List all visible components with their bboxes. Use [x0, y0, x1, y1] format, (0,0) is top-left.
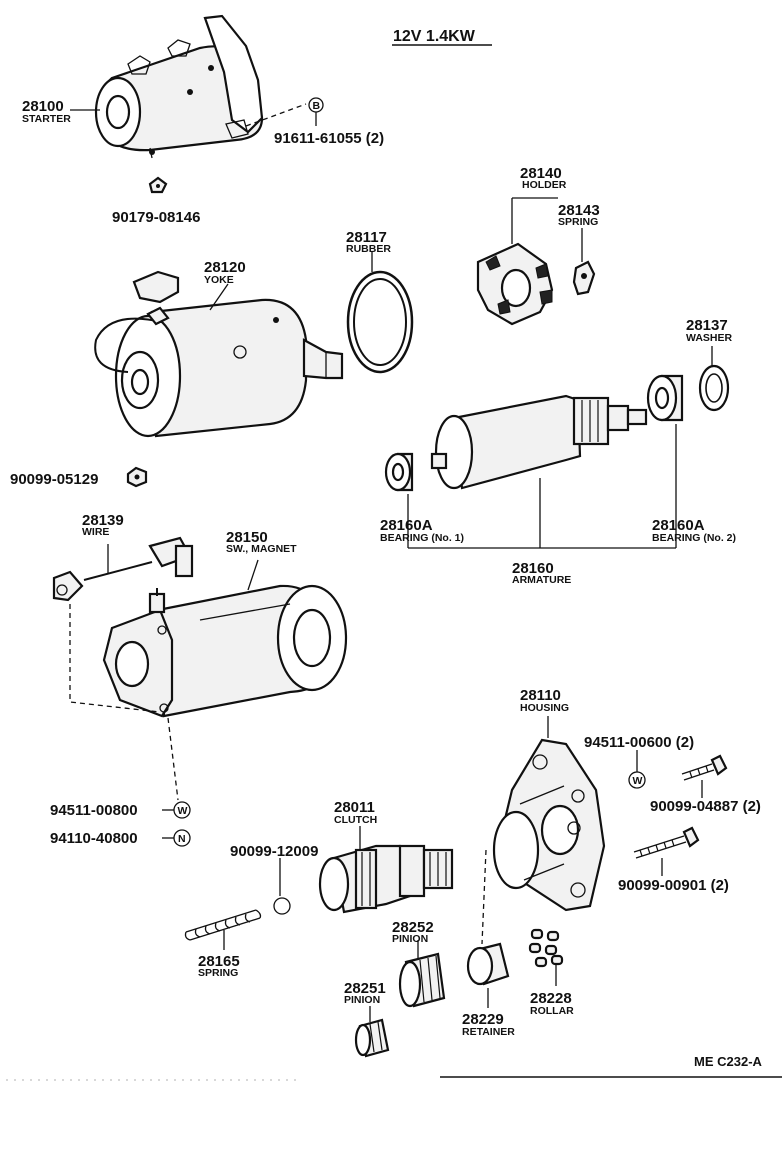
marker-w-letter-right: W [633, 775, 643, 787]
bearing-1-number: 28160A [380, 517, 433, 534]
clutch-name: CLUTCH [334, 814, 377, 826]
yoke-drawing [94, 270, 344, 438]
bolt-00901-drawing [633, 826, 700, 859]
pinion-28252-name: PINION [392, 933, 428, 945]
magnet-dash-down [167, 717, 179, 801]
yoke-number: 28120 [204, 259, 246, 276]
armature-number: 28160 [512, 560, 554, 577]
retainer-number: 28229 [462, 1011, 504, 1028]
nut-05129-number: 90099-05129 [10, 471, 98, 488]
housing-name: HOUSING [520, 702, 569, 714]
spring-28143-number: 28143 [558, 202, 600, 219]
washer-28137-name: WASHER [686, 332, 733, 344]
clutch-number: 28011 [334, 799, 375, 816]
leader-sw-magnet [247, 559, 259, 591]
rubber-ring-drawing [346, 270, 414, 374]
clutch-drawing [318, 844, 454, 914]
marker-w-letter-left: W [178, 805, 188, 817]
holder-number: 28140 [520, 165, 562, 182]
spring-28165-drawing [184, 909, 262, 941]
spring-28143-drawing [572, 260, 596, 296]
leader-bolt-b [245, 103, 307, 127]
marker-n-letter: N [178, 833, 186, 845]
pinion-28252-number: 28252 [392, 919, 434, 936]
bearing-1-name: BEARING (No. 1) [380, 532, 464, 544]
bolt-04887-number: 90099-04887 (2) [650, 798, 761, 815]
catalog-code: ME C232-A [694, 1054, 763, 1069]
bolt-b-number: 91611-61055 (2) [274, 130, 384, 147]
washer-28137-number: 28137 [686, 317, 728, 334]
starter-name: STARTER [22, 113, 71, 125]
housing-drawing [492, 738, 606, 912]
housing-number: 28110 [520, 687, 561, 704]
nut-90179-number: 90179-08146 [112, 209, 200, 226]
sw-magnet-drawing [102, 584, 348, 718]
spring-28165-name: SPRING [198, 967, 238, 979]
wire-name: WIRE [82, 526, 109, 538]
retainer-name: RETAINER [462, 1026, 515, 1038]
leader-yoke [209, 283, 229, 311]
rubber-name: RUBBER [346, 243, 391, 255]
bolt-04887-drawing [681, 754, 728, 781]
pinion-28251-name: PINION [344, 994, 380, 1006]
roller-drawing [528, 928, 564, 968]
ball-12009-number: 90099-12009 [230, 843, 318, 860]
holder-drawing [476, 242, 554, 326]
wire-number: 28139 [82, 512, 124, 529]
rubber-number: 28117 [346, 229, 387, 246]
starter-number: 28100 [22, 98, 64, 115]
nut-05129-drawing [126, 466, 148, 488]
washer-28137-drawing [698, 364, 730, 412]
yoke-name: YOKE [204, 274, 234, 286]
pinion-28251-number: 28251 [344, 980, 386, 997]
washer-w-left-number: 94511-00800 [50, 802, 138, 819]
roller-name: ROLLAR [530, 1005, 574, 1017]
sw-magnet-number: 28150 [226, 529, 268, 546]
diagram-title: 12V 1.4KW [393, 28, 476, 45]
pinion-28252-drawing [398, 952, 446, 1008]
spring-28143-name: SPRING [558, 216, 598, 228]
armature-drawing [430, 394, 648, 490]
bearing-2-name: BEARING (No. 2) [652, 532, 736, 544]
washer-w-right-number: 94511-00600 (2) [584, 734, 694, 751]
bolt-00901-number: 90099-00901 (2) [618, 877, 729, 894]
retainer-drawing [466, 942, 510, 986]
housing-dash-down [481, 849, 487, 945]
ball-12009-drawing [273, 897, 291, 915]
bearing-2-number: 28160A [652, 517, 705, 534]
bearing-no2-drawing [646, 374, 684, 422]
roller-number: 28228 [530, 990, 572, 1007]
marker-b-letter: B [313, 100, 321, 112]
sw-magnet-name: SW., MAGNET [226, 543, 297, 555]
pinion-28251-drawing [354, 1018, 390, 1058]
nut-n-number: 94110-40800 [50, 830, 138, 847]
spring-28165-number: 28165 [198, 953, 240, 970]
starter-drawing [94, 14, 264, 159]
wire-drawing [52, 536, 194, 602]
armature-name: ARMATURE [512, 574, 571, 586]
bearing-no1-drawing [384, 452, 414, 492]
holder-name: HOLDER [522, 179, 567, 191]
nut-90179-drawing [148, 176, 168, 194]
